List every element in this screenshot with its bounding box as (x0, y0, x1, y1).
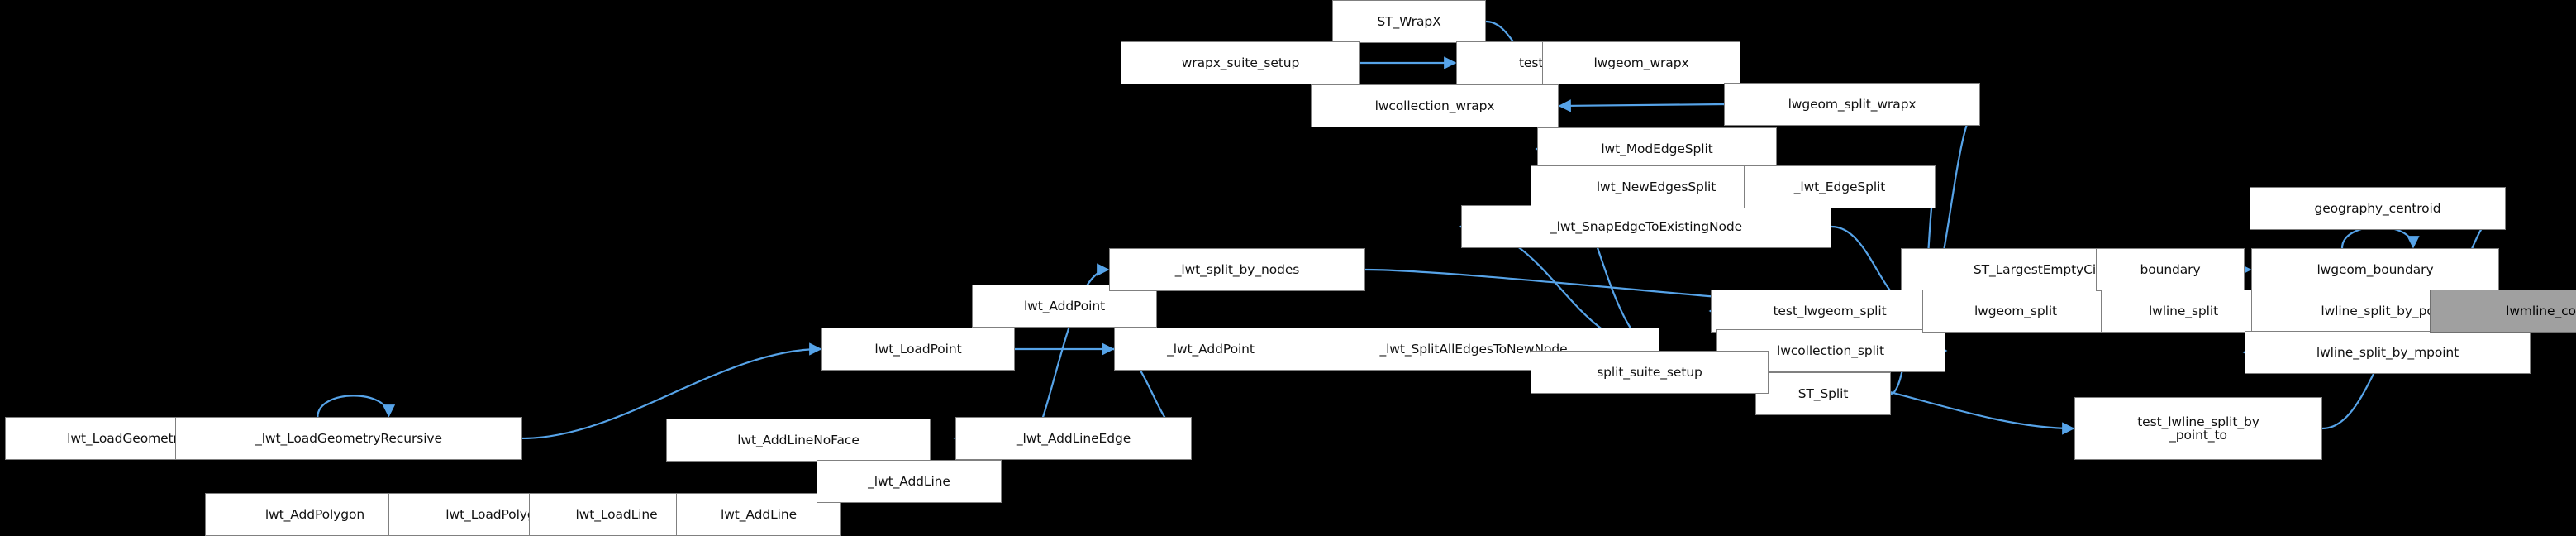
graph-node-label: lwline_split_by_mpoint (2316, 344, 2459, 360)
graph-edge-lwgeom_split_wrapx-to-lwcollection_wrapx (1558, 99, 1725, 112)
graph-node-ST_Split[interactable]: ST_Split (1755, 372, 1891, 415)
graph-node-label: lwgeom_split_wrapx (1788, 96, 1917, 112)
graph-node-label: geography_centroid (2314, 200, 2441, 216)
graph-node-label: lwt_ModEdgeSplit (1601, 141, 1713, 156)
graph-node-_lwt_EdgeSplit[interactable]: _lwt_EdgeSplit (1744, 165, 1936, 208)
graph-node-ST_WrapX[interactable]: ST_WrapX (1332, 0, 1486, 43)
graph-node-label: lwgeom_boundary (2316, 261, 2434, 277)
graph-node-lwt_AddPoint[interactable]: lwt_AddPoint (972, 285, 1157, 328)
graph-node-label: test_lwgeom_split (1773, 303, 1887, 318)
graph-node-test_lwgeom_split[interactable]: test_lwgeom_split (1711, 290, 1949, 333)
graph-node-label: lwline_split (2148, 303, 2219, 318)
graph-node-label: lwline_split_by_point (2321, 303, 2451, 318)
graph-node-label: lwt_LoadGeometry (67, 430, 186, 446)
graph-node-_lwt_AddLineEdge[interactable]: _lwt_AddLineEdge (955, 417, 1192, 460)
graph-node-label: ST_Split (1797, 385, 1849, 401)
graph-node-_lwt_AddLine[interactable]: _lwt_AddLine (817, 460, 1002, 503)
graph-edge-lwgeom_boundary-to-lwgeom_boundary (2340, 226, 2420, 249)
graph-node-geography_centroid[interactable]: geography_centroid (2250, 187, 2506, 230)
graph-node-lwline_split_by_mpoint[interactable]: lwline_split_by_mpoint (2245, 331, 2531, 374)
graph-node-label: lwgeom_split (1974, 303, 2058, 318)
graph-node-label: lwcollection_split (1777, 342, 1884, 358)
graph-node-label: lwgeom_wrapx (1593, 55, 1689, 70)
graph-node-label: lwcollection_wrapx (1374, 98, 1495, 113)
graph-node-lwgeom_split_wrapx[interactable]: lwgeom_split_wrapx (1724, 83, 1980, 126)
graph-node-_lwt_split_by_nodes[interactable]: _lwt_split_by_nodes (1109, 248, 1365, 291)
graph-node-label: _lwt_AddLine (868, 473, 950, 489)
graph-node-lwgeom_boundary[interactable]: lwgeom_boundary (2251, 248, 2499, 291)
graph-node-label: _lwt_EdgeSplit (1793, 179, 1886, 194)
graph-node-label: ST_WrapX (1377, 13, 1441, 29)
graph-node-label: lwt_AddLineNoFace (737, 432, 859, 447)
graph-node-lwt_NewEdgesSplit[interactable]: lwt_NewEdgesSplit (1531, 165, 1782, 208)
graph-node-label: wrapx_suite_setup (1181, 55, 1300, 70)
graph-node-label: _lwt_SnapEdgeToExistingNode (1550, 218, 1743, 234)
graph-node-_lwt_LoadGeometryRecursive[interactable]: _lwt_LoadGeometryRecursive (175, 417, 522, 460)
graph-node-lwt_LoadPoint[interactable]: lwt_LoadPoint (821, 328, 1015, 371)
graph-node-boundary[interactable]: boundary (2096, 248, 2245, 291)
graph-node-label: lwt_AddPolygon (264, 506, 365, 522)
graph-node-_lwt_AddPoint[interactable]: _lwt_AddPoint (1114, 328, 1307, 371)
graph-node-label: lwt_NewEdgesSplit (1596, 179, 1717, 194)
graph-node-label: lwt_AddPoint (1023, 298, 1106, 313)
graph-node-lwgeom_split[interactable]: lwgeom_split (1922, 290, 2109, 333)
graph-node-lwcollection_wrapx[interactable]: lwcollection_wrapx (1311, 84, 1559, 127)
graph-node-label: lwt_LoadLine (575, 506, 658, 522)
graph-node-label: lwt_LoadPoint (874, 341, 962, 357)
graph-node-label: lwmline_construct_empty (2506, 303, 2576, 318)
graph-edge-_lwt_LoadGeometryRecursive-to-_lwt_LoadGeometryRecursive (317, 395, 396, 418)
graph-node-split_suite_setup[interactable]: split_suite_setup (1531, 351, 1769, 394)
graph-node-label: _lwt_AddPoint (1167, 341, 1255, 357)
graph-node-label: _lwt_SplitAllEdgesToNewNode (1379, 341, 1568, 357)
graph-node-lwline_split[interactable]: lwline_split (2101, 290, 2266, 333)
graph-node-lwt_ModEdgeSplit[interactable]: lwt_ModEdgeSplit (1537, 127, 1777, 170)
graph-node-_lwt_SnapEdgeToExistingNode[interactable]: _lwt_SnapEdgeToExistingNode (1461, 205, 1831, 248)
graph-node-label: lwt_AddLine (720, 506, 798, 522)
graph-node-label: boundary (2140, 261, 2201, 277)
graph-node-lwt_AddLineNoFace[interactable]: lwt_AddLineNoFace (666, 419, 931, 462)
graph-node-lwgeom_wrapx[interactable]: lwgeom_wrapx (1542, 41, 1740, 84)
graph-node-label: _lwt_split_by_nodes (1174, 261, 1300, 277)
graph-node-label: split_suite_setup (1597, 364, 1702, 380)
graph-node-label: test_lwline_split_by _point_to (2137, 414, 2259, 443)
call-graph: lwt_LoadGeometry _lwt_LoadGeometryRecursi… (5, 0, 2576, 536)
graph-node-label: ST_LargestEmptyCircle (1973, 261, 2120, 277)
graph-node-lwmline_construct_empty[interactable]: lwmline_construct_empty (2430, 290, 2576, 333)
graph-node-label: _lwt_AddLineEdge (1016, 430, 1131, 446)
graph-node-test_lwline_split_by_point_to[interactable]: test_lwline_split_by _point_to (2074, 397, 2322, 460)
graph-node-label: _lwt_LoadGeometryRecursive (255, 430, 442, 446)
graph-node-wrapx_suite_setup[interactable]: wrapx_suite_setup (1121, 41, 1360, 84)
